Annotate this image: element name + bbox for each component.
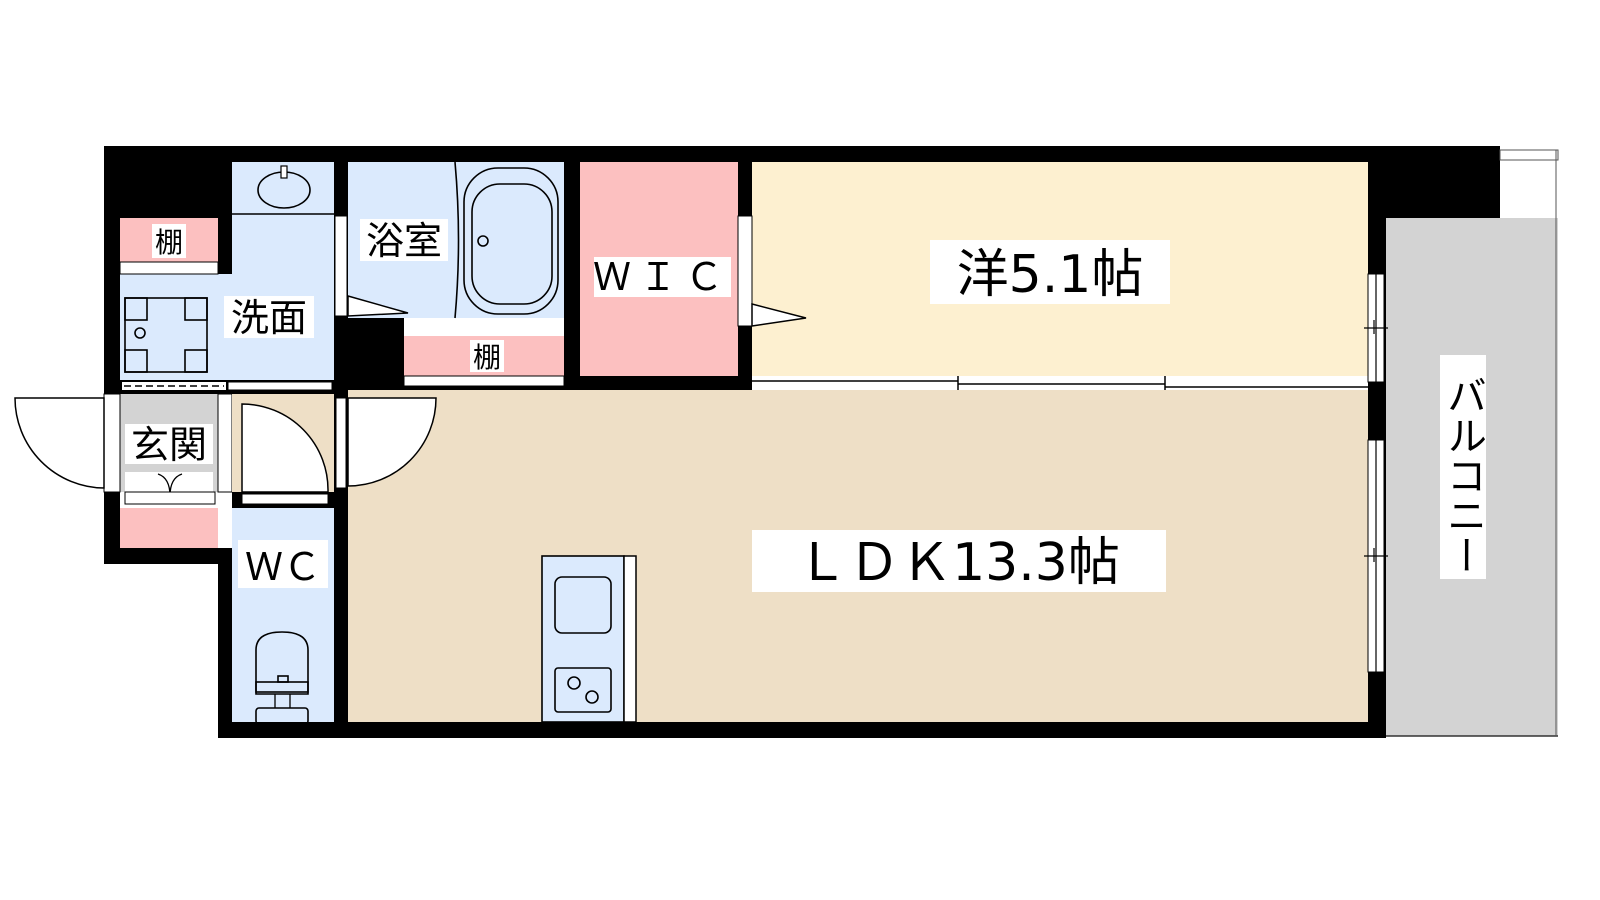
wc-label: ＷＣ (245, 545, 321, 589)
western-room: 洋5.1帖 (752, 162, 1368, 376)
shelf-middle: 棚 (403, 336, 565, 387)
kitchen-counter (541, 555, 637, 723)
bathroom-label: 浴室 (366, 219, 442, 263)
entry-door-swing-icon (14, 397, 105, 489)
washbasin-icon (257, 165, 311, 209)
washroom: 洗面 (120, 162, 334, 394)
door-swing-icon (241, 403, 329, 493)
sink-icon (554, 576, 612, 634)
stove-icon (554, 667, 612, 713)
shelf-left: 棚 (119, 218, 232, 275)
ldk-door[interactable] (334, 390, 437, 508)
entrance-label: 玄関 (131, 423, 207, 467)
balcony: バルコニー (1386, 149, 1559, 737)
ldk-room: ＬＤＫ13.3帖 (348, 390, 1368, 722)
toilet-icon (255, 631, 309, 725)
door-swing-icon (751, 303, 807, 327)
western-room-label: 洋5.1帖 (957, 245, 1144, 305)
door-swing-icon (347, 295, 409, 317)
wc-room: ＷＣ (232, 508, 348, 725)
wic-label: ＷＩＣ (593, 255, 731, 299)
window-upper[interactable] (1364, 273, 1388, 383)
door-swing-icon (347, 397, 437, 487)
washing-machine-pan-icon (124, 297, 208, 373)
shoe-cabinet (120, 508, 218, 548)
bathroom: 浴室 (334, 161, 564, 319)
wic-room: ＷＩＣ (564, 162, 807, 376)
window-lower[interactable] (1364, 439, 1388, 673)
shelf-middle-label: 棚 (473, 341, 501, 374)
bathtub-icon (463, 167, 559, 315)
shelf-left-label: 棚 (155, 226, 183, 259)
washroom-label: 洗面 (231, 296, 307, 340)
ldk-label: ＬＤＫ13.3帖 (796, 533, 1120, 593)
corridor (232, 394, 334, 508)
entry-door[interactable] (14, 393, 121, 493)
sliding-partition[interactable] (752, 376, 1368, 390)
entrance: 玄関 (120, 393, 233, 548)
balcony-label: バルコニー (1440, 375, 1486, 575)
